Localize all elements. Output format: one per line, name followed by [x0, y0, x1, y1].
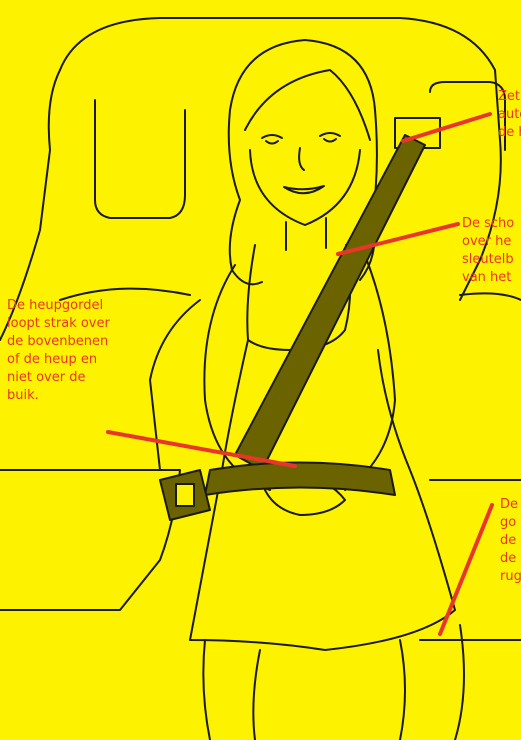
seat-back-outline	[60, 18, 501, 300]
annotation-line: loopt strak over	[7, 315, 110, 333]
left-leg	[203, 640, 260, 740]
left-seat-edge	[0, 470, 180, 610]
annotation-line: sleutelb	[462, 251, 514, 269]
fringe	[245, 70, 370, 140]
annotation-line: de bovenbenen	[7, 333, 110, 351]
right-leg	[400, 625, 464, 740]
annotation-line: De scho	[462, 215, 514, 233]
annotation-headrest: Zet auto de h	[498, 88, 521, 142]
right-arm	[345, 258, 395, 490]
annotation-line: van het	[462, 269, 514, 287]
right-eye	[320, 133, 340, 142]
mouth	[284, 186, 324, 193]
annotation-line: buik.	[7, 387, 110, 405]
annotation-lap-belt: De heupgordel loopt strak over de bovenb…	[7, 297, 110, 405]
neck	[286, 218, 326, 250]
left-eye	[262, 135, 282, 144]
pointer-back	[440, 505, 492, 634]
right-headrest	[430, 82, 505, 150]
annotation-line: De	[500, 496, 521, 514]
shoulder-belt	[235, 135, 425, 470]
nose	[299, 148, 304, 170]
annotation-line: niet over de	[7, 369, 110, 387]
annotation-line: auto	[498, 106, 521, 124]
annotation-line: Zet	[498, 88, 521, 106]
annotation-line: De heupgordel	[7, 297, 110, 315]
annotation-line: over he	[462, 233, 514, 251]
annotation-back: De go de de rug	[500, 496, 521, 586]
seat-fold-right	[460, 293, 521, 300]
annotation-line: de h	[498, 124, 521, 142]
dress-body	[190, 340, 455, 650]
left-headrest	[95, 100, 185, 218]
annotation-line: de	[500, 532, 521, 550]
lap-belt	[205, 463, 395, 496]
annotation-line: rug	[500, 568, 521, 586]
buckle-slot	[176, 484, 194, 506]
face	[250, 150, 360, 225]
annotation-shoulder-belt: De scho over he sleutelb van het	[462, 215, 514, 287]
annotation-line: of de heup en	[7, 351, 110, 369]
annotation-line: go	[500, 514, 521, 532]
annotation-line: de	[500, 550, 521, 568]
